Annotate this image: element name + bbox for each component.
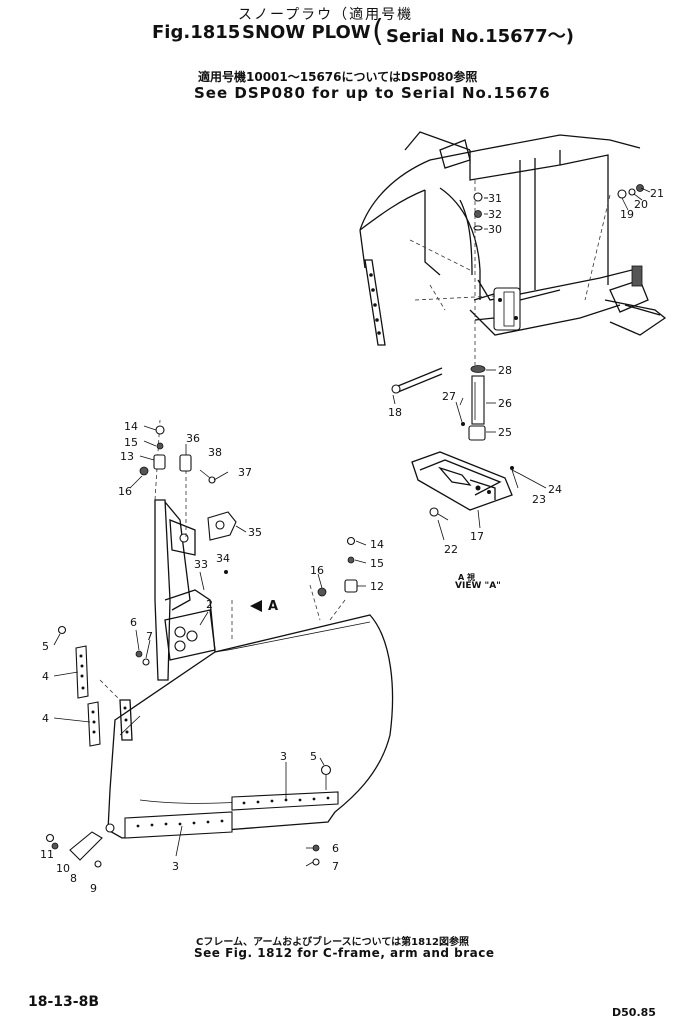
- bolt-5-upper: [57, 625, 67, 635]
- callout-33: 33: [194, 558, 208, 571]
- callout-21: 21: [650, 187, 664, 200]
- callout-36: 36: [186, 432, 200, 445]
- side-plate-4-upper: [75, 645, 89, 699]
- callout-3-right: 3: [280, 750, 287, 763]
- callout-17: 17: [470, 530, 484, 543]
- c-frame-assembly: [359, 131, 667, 365]
- callout-labels: 31 32 30 19 20 21 28 18 27 26 25 24 23 1…: [40, 187, 664, 895]
- model-code: D50.85: [612, 1006, 656, 1019]
- washer-7-lower: [312, 858, 320, 866]
- callout-6-upper: 6: [130, 616, 137, 629]
- callout-16-upper: 16: [118, 485, 132, 498]
- end-bit-10: [45, 823, 115, 868]
- callout-24: 24: [548, 483, 562, 496]
- callout-12: 12: [370, 580, 384, 593]
- king-pin-26: [455, 365, 496, 441]
- serial-open-paren: (: [372, 14, 384, 49]
- title-japanese: スノープラウ（適用号機: [238, 7, 414, 23]
- edge-bolt-holes: [136, 796, 330, 828]
- leader-lines: [53, 187, 651, 867]
- callout-22: 22: [444, 543, 458, 556]
- callout-19: 19: [620, 208, 634, 221]
- callout-3-left: 3: [172, 860, 179, 873]
- callout-9: 9: [90, 882, 97, 895]
- callout-35: 35: [248, 526, 262, 539]
- plow-shoe-17: [411, 451, 521, 541]
- callout-18: 18: [388, 406, 402, 419]
- callout-20: 20: [634, 198, 648, 211]
- cutting-edge-3-right: [231, 791, 339, 811]
- callout-5-lower: 5: [310, 750, 317, 763]
- page-code: 18-13-8B: [28, 994, 99, 1010]
- callout-32: 32: [488, 208, 502, 221]
- figure-number: Fig.1815: [152, 22, 241, 43]
- callout-27: 27: [442, 390, 456, 403]
- callout-26: 26: [498, 397, 512, 410]
- nut-6-lower: [312, 844, 320, 852]
- bolt-5-lower: [320, 764, 332, 790]
- callout-10: 10: [56, 862, 70, 875]
- callout-14-upper: 14: [124, 420, 138, 433]
- view-a-label-jp: A 視: [458, 573, 475, 582]
- callout-4-upper: 4: [42, 670, 49, 683]
- callout-25: 25: [498, 426, 512, 439]
- callout-6-lower: 6: [332, 842, 339, 855]
- callout-7-upper: 7: [146, 630, 153, 643]
- callout-16-mid: 16: [310, 564, 324, 577]
- page-title: SNOW PLOW: [242, 22, 371, 43]
- callout-14-mid: 14: [370, 538, 384, 551]
- arrow-a-label: A: [268, 599, 278, 614]
- callout-7-lower: 7: [332, 860, 339, 873]
- callout-28: 28: [498, 364, 512, 377]
- subtitle-japanese: 適用号機10001～15676についてはDSP080参照: [198, 70, 478, 84]
- side-plate-4-lower: [87, 701, 101, 747]
- cutting-edge-3-left: [124, 811, 233, 839]
- callout-38: 38: [208, 446, 222, 459]
- callout-15-mid: 15: [370, 557, 384, 570]
- callout-15-upper: 15: [124, 436, 138, 449]
- footer-note-japanese: Cフレーム、アームおよびブレースについては第1812図参照: [196, 937, 469, 948]
- callout-30: 30: [488, 223, 502, 236]
- callout-13: 13: [120, 450, 134, 463]
- serial-range: Serial No.15677～): [386, 26, 574, 47]
- callout-34: 34: [216, 552, 230, 565]
- subtitle-english: See DSP080 for up to Serial No.15676: [194, 84, 551, 102]
- callout-37: 37: [238, 466, 252, 479]
- callout-31: 31: [488, 192, 502, 205]
- callout-4-lower: 4: [42, 712, 49, 725]
- bolt-18: [391, 367, 443, 405]
- view-a-label: VIEW "A": [455, 581, 501, 591]
- snow-plow-blade: [99, 419, 394, 839]
- callout-5-upper: 5: [42, 640, 49, 653]
- callout-23: 23: [532, 493, 546, 506]
- callout-11: 11: [40, 848, 54, 861]
- footer-note-english: See Fig. 1812 for C-frame, arm and brace: [194, 946, 495, 960]
- callout-2: 2: [206, 598, 213, 611]
- callout-8: 8: [70, 872, 77, 885]
